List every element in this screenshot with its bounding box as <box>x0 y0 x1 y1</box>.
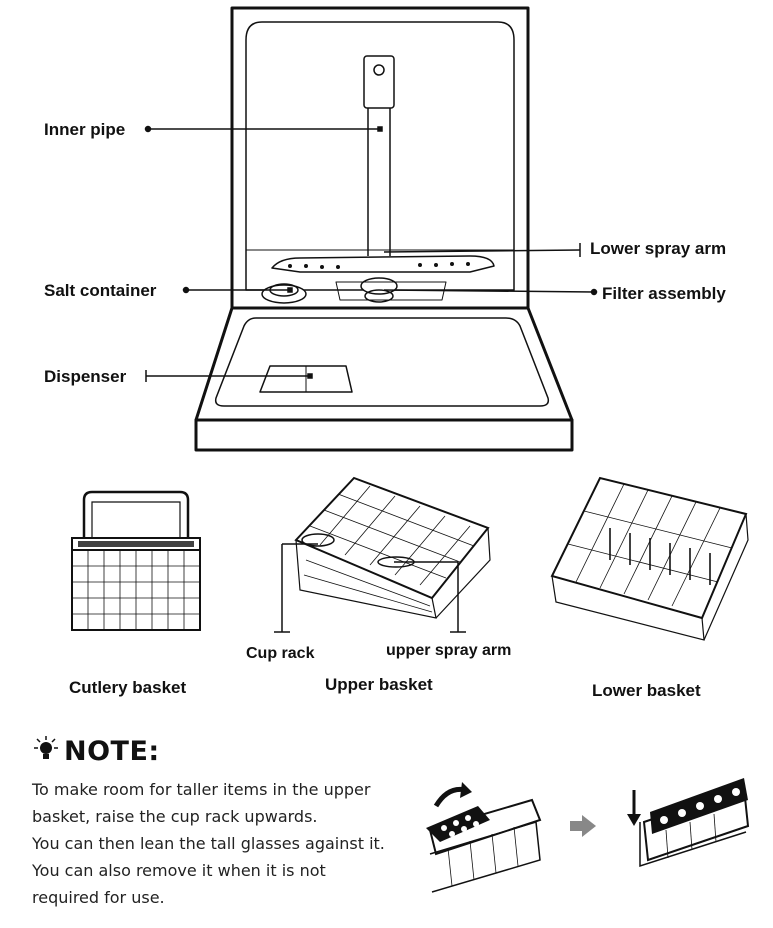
cutlery-basket-caption: Cutlery basket <box>69 678 187 697</box>
note-line: You can also remove it when it is not <box>32 861 326 880</box>
salt-container-label: Salt container <box>44 281 157 300</box>
leader-lines <box>144 125 598 382</box>
lower-basket-illustration <box>550 476 749 641</box>
dishwasher-illustration <box>194 6 574 452</box>
cutlery-basket-illustration <box>71 490 201 631</box>
cup-rack-raise-illustration <box>426 782 542 893</box>
filter-assembly-label: Filter assembly <box>602 284 726 303</box>
lightbulb-icon <box>34 736 58 759</box>
inner-pipe-label: Inner pipe <box>44 120 126 139</box>
note-line: required for use. <box>32 888 165 907</box>
dispenser-label: Dispenser <box>44 367 127 386</box>
note-text: To make room for taller items in the upp… <box>32 776 412 911</box>
note-line: To make room for taller items in the upp… <box>32 780 371 799</box>
note-title: NOTE: <box>64 736 160 767</box>
lower-basket-caption: Lower basket <box>592 681 701 700</box>
note-line: You can then lean the tall glasses again… <box>32 834 385 853</box>
cup-rack-lean-illustration <box>627 778 750 868</box>
cup-rack-label: Cup rack <box>246 645 315 662</box>
upper-basket-caption: Upper basket <box>325 675 433 694</box>
upper-basket-leaders <box>274 543 466 633</box>
note-line: basket, raise the cup rack upwards. <box>32 807 318 826</box>
right-arrow-icon <box>570 815 596 837</box>
upper-basket-illustration <box>294 476 491 619</box>
lower-spray-arm-label: Lower spray arm <box>590 239 727 258</box>
upper-spray-arm-label: upper spray arm <box>386 642 512 659</box>
